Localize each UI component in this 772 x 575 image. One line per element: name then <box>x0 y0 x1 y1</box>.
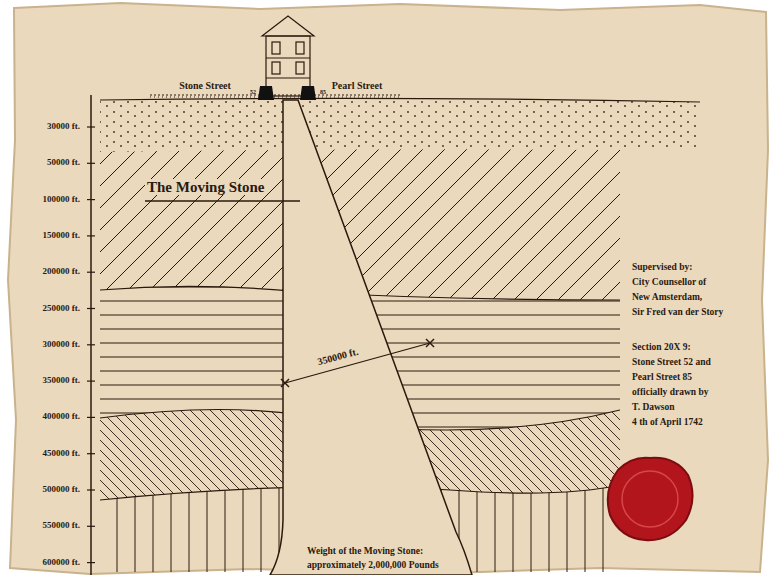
house <box>262 16 314 96</box>
moving-stone <box>270 100 472 575</box>
record-note: New Amsterdam, <box>632 292 702 302</box>
depth-label: 200000 ft. <box>43 267 81 277</box>
dimension-line <box>285 343 430 383</box>
stone-title: The Moving Stone <box>145 179 267 196</box>
record-note: officially drawn by <box>632 387 709 397</box>
depth-label: 600000 ft. <box>43 558 81 568</box>
record-note: T. Dawson <box>632 402 675 412</box>
depth-label: 250000 ft. <box>43 304 81 314</box>
seal-ring <box>622 471 678 527</box>
sand-layer <box>100 98 700 152</box>
depth-label: 150000 ft. <box>43 231 81 241</box>
title-underline <box>145 200 300 202</box>
depth-label: 300000 ft. <box>43 340 81 350</box>
foundation-block <box>300 86 316 100</box>
street-name: Pearl Street <box>332 80 383 91</box>
house-number: 85 <box>320 89 326 96</box>
record-note: City Counsellor of <box>632 277 706 287</box>
depth-label: 400000 ft. <box>43 412 81 422</box>
depth-label: 50000 ft. <box>47 158 80 168</box>
record-note: 4 th of April 1742 <box>632 417 703 427</box>
street-name: Stone Street <box>179 80 231 91</box>
record-note: Sir Fred van der Story <box>632 307 723 317</box>
record-note: Pearl Street 85 <box>632 372 692 382</box>
depth-label: 30000 ft. <box>47 122 80 132</box>
street-line <box>150 95 400 96</box>
depth-label: 350000 ft. <box>43 376 81 386</box>
depth-label: 500000 ft. <box>43 485 81 495</box>
wax-seal <box>608 458 693 540</box>
axis-ticks <box>87 127 95 563</box>
parchment <box>8 3 768 574</box>
weight-note: approximately 2,000,000 Pounds <box>305 560 441 570</box>
depth-label: 550000 ft. <box>43 521 81 531</box>
record-note: Stone Street 52 and <box>632 357 711 367</box>
street-line <box>150 97 400 98</box>
record-note: Supervised by: <box>632 262 692 272</box>
weight-note: Weight of the Moving Stone: <box>305 546 425 556</box>
dimension-marks <box>281 339 434 387</box>
house-number: 52 <box>250 89 256 96</box>
depth-label: 450000 ft. <box>43 449 81 459</box>
foundation-block <box>258 86 274 100</box>
depth-label: 100000 ft. <box>43 195 81 205</box>
record-note: Section 20X 9: <box>632 342 691 352</box>
depth-axis <box>90 95 92 575</box>
